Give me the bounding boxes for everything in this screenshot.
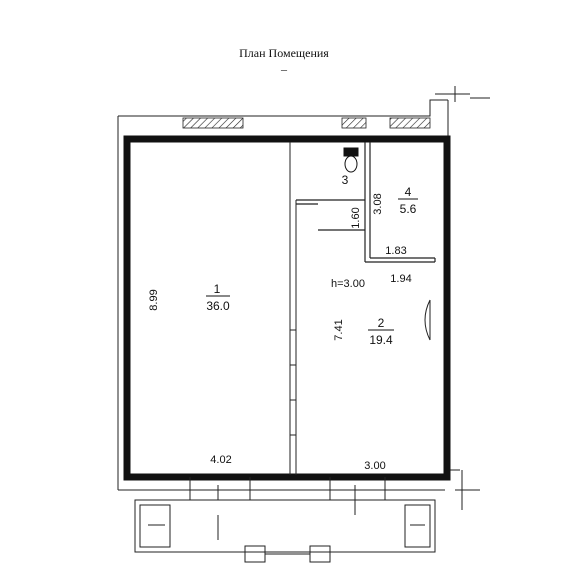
dim-room3-width: 1.83 [385,245,406,257]
dim-room4-width: 1.94 [390,273,411,285]
window-top-middle [341,117,367,129]
room1-area: 36.0 [206,299,230,313]
outer-wall-outline [117,86,490,510]
dim-room4-height: 3.08 [372,193,384,214]
dim-room2-height: 7.41 [333,319,345,340]
plan-subtitle: – [281,62,287,76]
dim-room1-width: 4.02 [210,454,231,466]
room2-number: 2 [378,316,385,330]
room2-area: 19.4 [369,333,393,347]
partition-wall [289,142,297,475]
bottom-openings [189,477,386,515]
small-rooms-walls [296,142,436,263]
dim-room3-height: 1.60 [350,207,362,228]
premises-outline [123,135,451,481]
window-top-left [182,117,244,129]
room3-number: 3 [342,173,349,187]
room4-area: 5.6 [400,202,417,216]
ceiling-height-label: h=3.00 [331,278,365,290]
room4-number: 4 [405,185,412,199]
entrance-porch [134,499,436,563]
room1-number: 1 [214,282,221,296]
window-top-right [389,117,431,129]
dim-room2-width: 3.00 [364,460,385,472]
toilet-icon [343,147,359,173]
door-right [424,299,431,341]
dim-room1-height: 8.99 [148,289,160,310]
plan-title: План Помещения [239,46,329,60]
